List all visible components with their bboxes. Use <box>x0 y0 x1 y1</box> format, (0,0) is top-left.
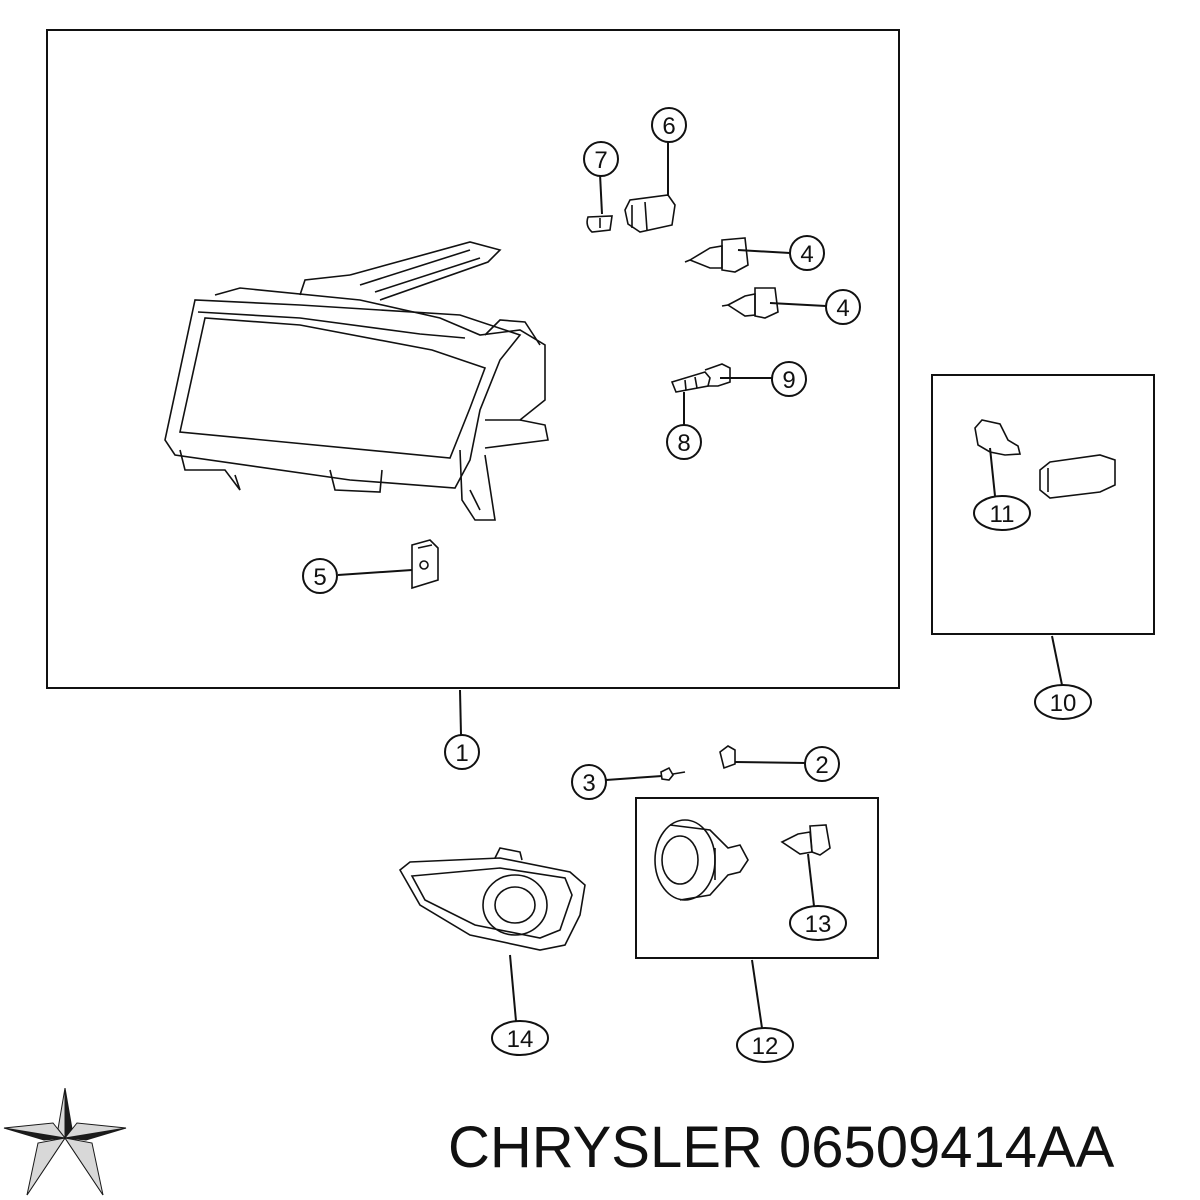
callout-14-label: 14 <box>507 1026 534 1053</box>
callout-6-label: 6 <box>662 113 675 140</box>
fog-lamp-frame <box>635 797 879 959</box>
callout-9-label: 9 <box>782 367 795 394</box>
callout-5-label: 5 <box>313 564 326 591</box>
callout-11-bubble <box>973 495 1031 531</box>
callout-13-bubble <box>789 905 847 941</box>
leader-lines <box>337 140 1063 1029</box>
callout-13-label: 13 <box>805 911 832 938</box>
callout-1-bubble <box>444 734 480 770</box>
callout-12-label: 12 <box>752 1033 779 1060</box>
fog-lamp-drawing <box>654 819 749 901</box>
callout-2-bubble <box>804 746 840 782</box>
callout-4b-label: 4 <box>836 295 849 322</box>
side-marker-frame <box>931 374 1155 635</box>
fog-bezel-drawing <box>398 847 586 951</box>
callout-9-bubble <box>771 361 807 397</box>
callout-4a-label: 4 <box>800 241 813 268</box>
callout-12-bubble <box>736 1027 794 1063</box>
socket-8-9-drawing <box>670 363 731 393</box>
socket-6-drawing <box>624 194 676 233</box>
callout-8-label: 8 <box>677 430 690 457</box>
callout-10-label: 10 <box>1050 690 1077 717</box>
side-marker-drawing <box>974 419 1116 499</box>
callout-1-label: 1 <box>455 740 468 767</box>
callout-10-bubble <box>1034 684 1092 720</box>
bracket-5-drawing <box>411 539 439 590</box>
chrysler-star-icon <box>2 1088 128 1196</box>
headlamp-assembly-frame <box>46 29 900 689</box>
bulb-13-drawing <box>780 824 831 856</box>
callout-4b-bubble <box>825 289 861 325</box>
callout-14-bubble <box>491 1020 549 1056</box>
callout-8-bubble <box>666 424 702 460</box>
callout-7-bubble <box>583 141 619 177</box>
bulb-7-drawing <box>586 215 613 233</box>
brand-name: CHRYSLER <box>448 1115 763 1180</box>
fasteners-drawing <box>660 745 736 781</box>
callout-6-bubble <box>651 107 687 143</box>
callout-3-bubble <box>571 764 607 800</box>
part-caption: CHRYSLER 06509414AA <box>448 1108 1193 1188</box>
callout-7-label: 7 <box>594 147 607 174</box>
callout-2-label: 2 <box>815 752 828 779</box>
callout-4a-bubble <box>789 235 825 271</box>
bulb-4-upper-drawing <box>684 237 749 273</box>
headlamp-assembly-drawing <box>164 241 549 521</box>
callout-5-bubble <box>302 558 338 594</box>
callout-11-label: 11 <box>990 501 1015 528</box>
part-number: 06509414AA <box>778 1115 1115 1180</box>
callout-3-label: 3 <box>582 770 595 797</box>
bulb-4-lower-drawing <box>721 287 779 319</box>
